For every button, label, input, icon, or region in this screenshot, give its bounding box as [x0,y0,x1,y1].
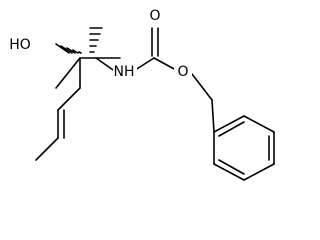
ester-oxygen-label: O [177,64,188,80]
bond-carbonyl-ester-o [153,57,177,71]
bond-c2-n [95,57,117,73]
molecule-diagram: HO NH O O [9,8,275,181]
hashed-wedge-c3-o [55,43,82,54]
bond-c4-c3 [55,57,81,89]
hydroxyl-label: HO [9,37,31,53]
benzene-ring [213,115,275,181]
hashed-wedge-c2-methyl [89,27,103,53]
structure-canvas: HO NH O O [9,8,275,181]
bond-ch2-ring [211,99,215,133]
amine-label: NH [114,64,135,80]
bond-ester-o-ch2 [191,73,213,101]
carbonyl-oxygen-label: O [149,8,160,24]
bond-c4-c5 [57,87,81,111]
bond-c6-c7 [35,137,59,161]
